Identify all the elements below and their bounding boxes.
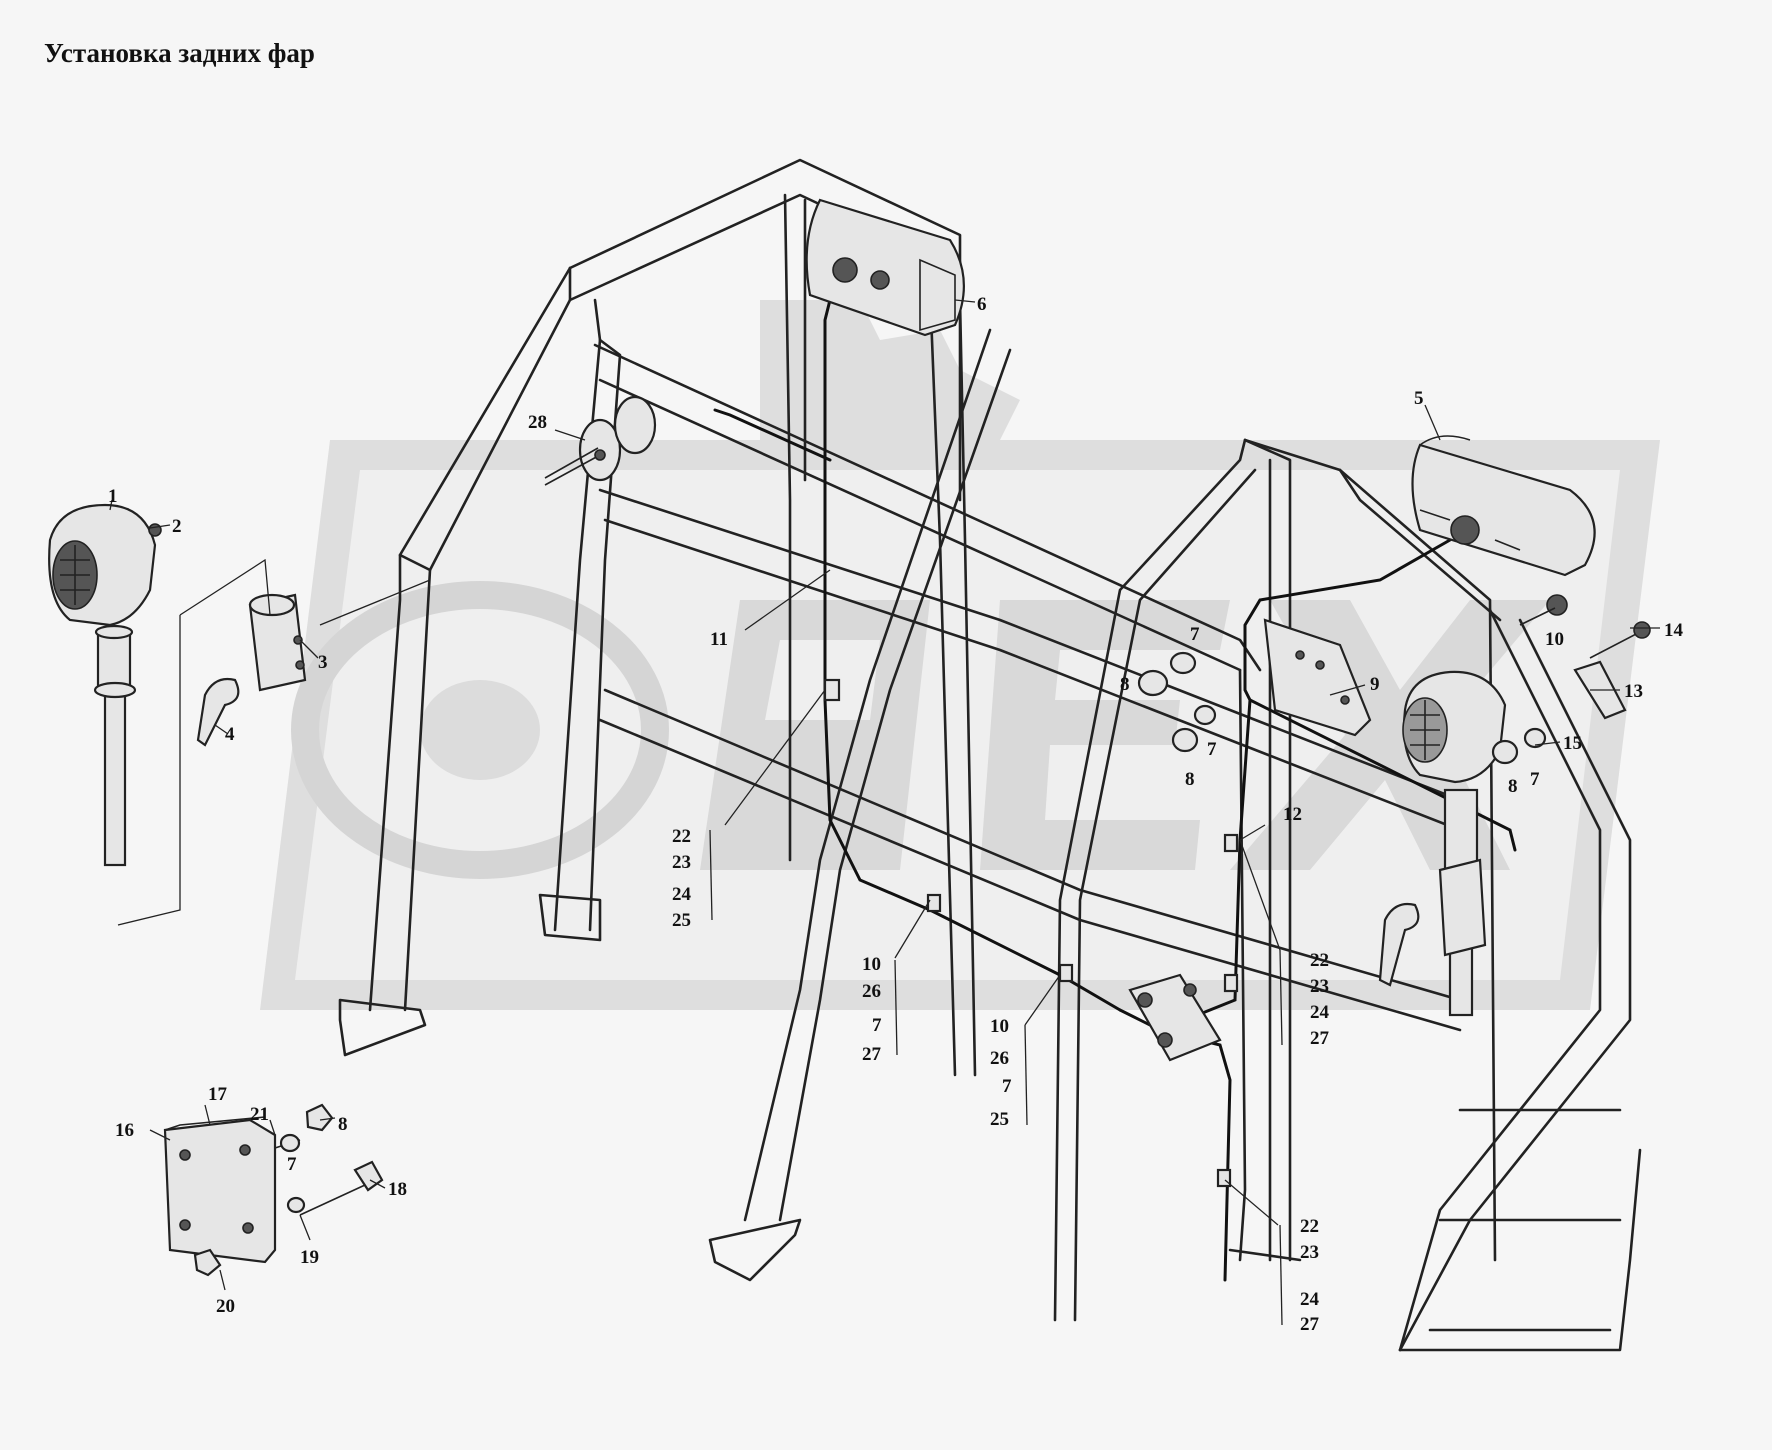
headlamp-right: [1378, 670, 1507, 1017]
group-5-item: 27: [1300, 1314, 1320, 1335]
callout-17: 17: [208, 1084, 228, 1105]
group-4-item: 22: [1310, 950, 1329, 971]
callout-28: 28: [528, 412, 547, 433]
group-4-item: 23: [1310, 976, 1329, 997]
rear-light-top-6: [805, 198, 965, 337]
headlamp-left-1: [48, 503, 162, 867]
callout-group-5: 22 23 24 27: [1300, 1216, 1320, 1335]
license-plate-light-16: [163, 1116, 277, 1264]
callout-4: 4: [225, 724, 235, 745]
group-3-item: 7: [1002, 1076, 1012, 1097]
callout-9: 9: [1370, 674, 1380, 695]
group-1-item: 22: [672, 826, 691, 847]
group-5-item: 22: [1300, 1216, 1319, 1237]
callout-16: 16: [115, 1120, 134, 1141]
bolt-14: [1589, 621, 1651, 659]
group-1-item: 25: [672, 910, 691, 931]
washers-right: [1137, 594, 1568, 765]
bracket-right-9: [1263, 618, 1372, 737]
callout-12: 12: [1283, 804, 1302, 825]
group-5-item: 23: [1300, 1242, 1319, 1263]
rear-light-right-5: [1411, 435, 1596, 577]
callout-7b: 7: [1207, 739, 1217, 760]
callout-8a: 8: [1120, 674, 1130, 695]
group-1-item: 23: [672, 852, 691, 873]
callout-18: 18: [388, 1179, 407, 1200]
mount-plate-28: [544, 395, 657, 486]
group-4-item: 27: [1310, 1028, 1330, 1049]
clamp-left-4: [196, 677, 240, 747]
leader-lines: [109, 299, 1660, 1291]
callout-10a: 10: [1545, 629, 1564, 650]
callout-2: 2: [172, 516, 182, 537]
callout-group-3: 10 26 7 25: [990, 1016, 1012, 1130]
callout-1: 1: [108, 486, 118, 507]
callout-5: 5: [1414, 388, 1424, 409]
callout-7c: 7: [1530, 769, 1540, 790]
callout-7d: 7: [287, 1154, 297, 1175]
group-2-item: 27: [862, 1044, 882, 1065]
callout-13: 13: [1624, 681, 1643, 702]
callout-20: 20: [216, 1296, 235, 1317]
cab-frame: [338, 158, 1642, 1352]
group-2-item: 26: [862, 981, 881, 1002]
fasteners-16: [193, 1103, 384, 1277]
callout-group-1: 22 23 24 25: [672, 826, 692, 931]
callout-7a: 7: [1190, 624, 1200, 645]
group-4-item: 24: [1310, 1002, 1330, 1023]
callout-labels: 1 2 3 4 5 6 7 7 7 7 8 8 8 8 9 10 11 12 1…: [108, 294, 1684, 1317]
callout-21: 21: [250, 1104, 269, 1125]
group-3-item: 26: [990, 1048, 1009, 1069]
wire-clips: [823, 678, 1239, 1188]
junction-box: [1128, 973, 1222, 1062]
callout-8b: 8: [1185, 769, 1195, 790]
callout-8d: 8: [338, 1114, 348, 1135]
callout-14: 14: [1664, 620, 1684, 641]
callout-15: 15: [1563, 733, 1582, 754]
callout-6: 6: [977, 294, 987, 315]
callout-group-2: 10 26 7 27: [862, 954, 882, 1065]
group-2-item: 7: [872, 1015, 882, 1036]
group-2-item: 10: [862, 954, 881, 975]
callout-group-4: 22 23 24 27: [1310, 950, 1330, 1049]
group-brackets: [709, 829, 1283, 1326]
group-3-item: 25: [990, 1109, 1009, 1130]
group-1-item: 24: [672, 884, 692, 905]
callout-11: 11: [710, 629, 728, 650]
group-5-item: 24: [1300, 1289, 1320, 1310]
bracket-left-3: [248, 593, 307, 692]
group-3-item: 10: [990, 1016, 1009, 1037]
callout-19: 19: [300, 1247, 319, 1268]
callout-3: 3: [318, 652, 328, 673]
callout-8c: 8: [1508, 776, 1518, 797]
page-title: Установка задних фар: [44, 38, 315, 68]
